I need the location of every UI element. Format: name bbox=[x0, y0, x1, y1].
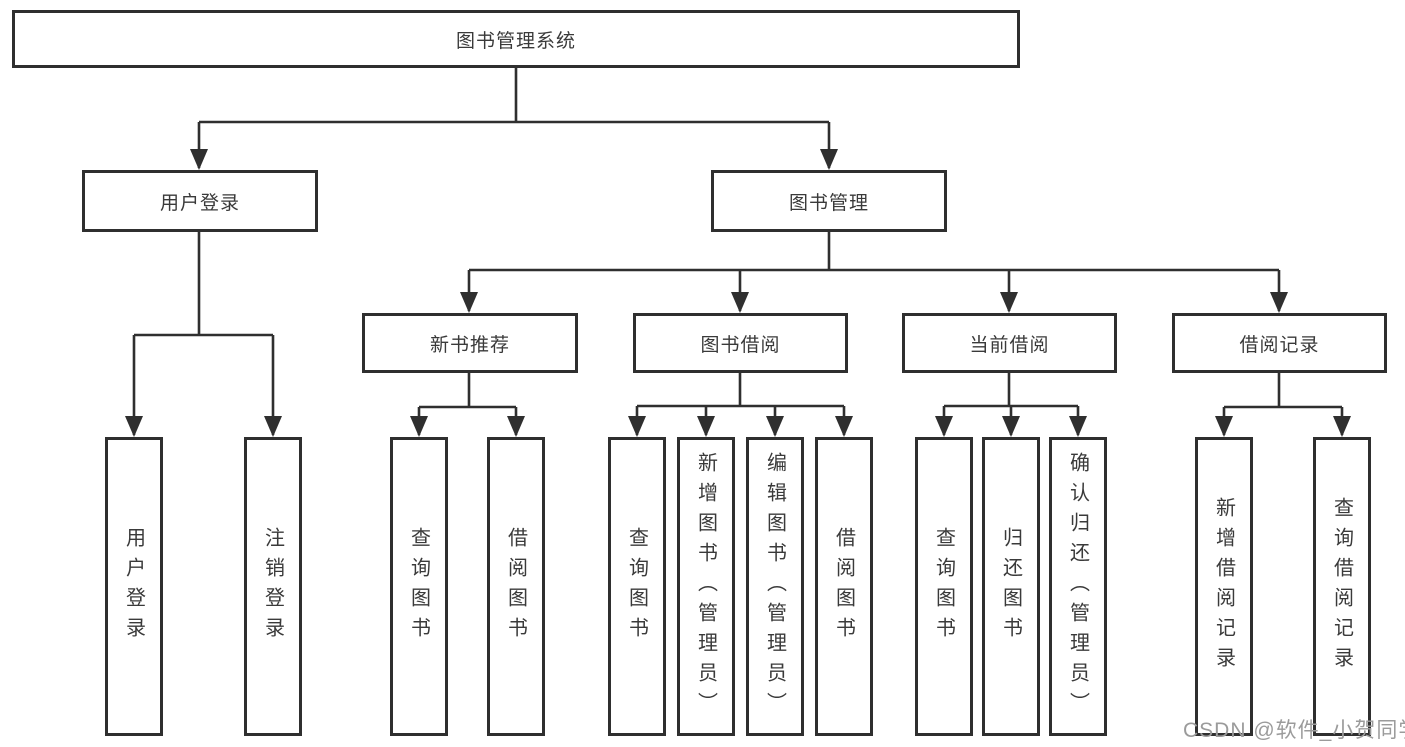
node-borrow-records: 借阅记录 bbox=[1172, 313, 1387, 373]
node-current-borrow: 当前借阅 bbox=[902, 313, 1117, 373]
leaf-return-book: 归还图书 bbox=[982, 437, 1040, 736]
leaf-add-borrow-record: 新增借阅记录 bbox=[1195, 437, 1253, 736]
leaf-borrow-book: 借阅图书 bbox=[815, 437, 873, 736]
leaf-recommend-query-books: 查询图书 bbox=[390, 437, 448, 736]
leaf-logout: 注销登录 bbox=[244, 437, 302, 736]
leaf-recommend-borrow-book: 借阅图书 bbox=[487, 437, 545, 736]
leaf-confirm-return-admin: 确认归还（管理员） bbox=[1049, 437, 1107, 736]
leaf-current-query-books: 查询图书 bbox=[915, 437, 973, 736]
leaf-user-login: 用户登录 bbox=[105, 437, 163, 736]
node-root: 图书管理系统 bbox=[12, 10, 1020, 68]
node-book-management: 图书管理 bbox=[711, 170, 947, 232]
csdn-watermark: CSDN @软件_小贺同学 bbox=[1183, 719, 1405, 742]
node-book-borrow: 图书借阅 bbox=[633, 313, 848, 373]
leaf-borrow-query-books: 查询图书 bbox=[608, 437, 666, 736]
leaf-query-borrow-record: 查询借阅记录 bbox=[1313, 437, 1371, 736]
leaf-add-book-admin: 新增图书（管理员） bbox=[677, 437, 735, 736]
leaf-edit-book-admin: 编辑图书（管理员） bbox=[746, 437, 804, 736]
node-new-book-recommend: 新书推荐 bbox=[362, 313, 578, 373]
node-user-login: 用户登录 bbox=[82, 170, 318, 232]
